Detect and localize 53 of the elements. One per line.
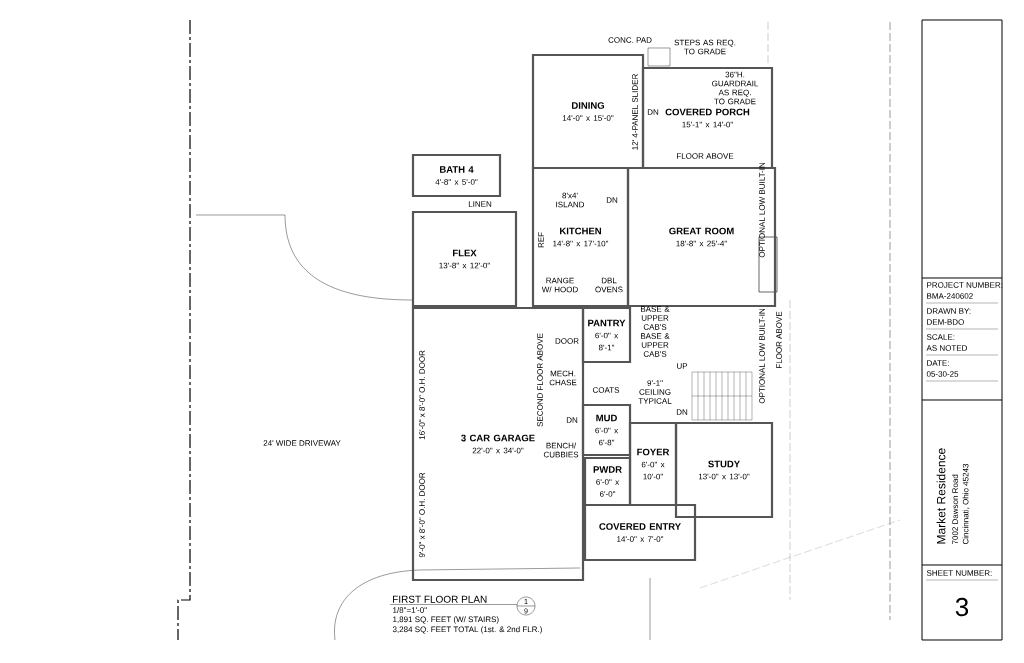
field-label: PROJECT NUMBER: bbox=[927, 282, 1003, 288]
plan-note: DN bbox=[606, 197, 618, 203]
plan-note: 9'-1" CEILING TYPICAL bbox=[638, 380, 672, 404]
room: BATH 4 4'-8" x 5'-0" bbox=[411, 153, 502, 198]
plan-note: RANGE W/ HOOD bbox=[541, 277, 578, 293]
sheet-number: 3 bbox=[955, 597, 969, 617]
plan-note: CONC. PAD bbox=[608, 37, 652, 43]
plan-note: BASE & UPPER CAB'S bbox=[641, 333, 670, 357]
scale-note: 1/8"=1'-0" bbox=[393, 607, 427, 613]
plan-note: BENCH/ CUBBIES bbox=[543, 442, 579, 458]
plan-note: 9'-0" x 8'-0" O.H. DOOR bbox=[419, 472, 425, 558]
field-value: 05-30-25 bbox=[926, 371, 959, 377]
plan-note: 12' 4-PANEL SLIDER bbox=[632, 74, 638, 150]
field-label: SCALE: bbox=[926, 334, 955, 340]
field-value: AS NOTED bbox=[926, 345, 967, 351]
field-value: BMA-240602 bbox=[927, 293, 973, 299]
plan-note: SECOND FLOOR ABOVE bbox=[537, 333, 543, 427]
plan-note: 36"H. GUARDRAIL AS REQ. TO GRADE bbox=[712, 71, 759, 105]
room: STUDY 13'-0" x 13'-0" bbox=[674, 421, 774, 519]
plan-note: DN bbox=[647, 109, 659, 115]
area-note: 3,284 SQ. FEET TOTAL (1st. & 2nd FLR.) bbox=[392, 626, 542, 634]
plan-note: 8'x4' ISLAND bbox=[556, 192, 585, 208]
project-address: Cincinnati, Ohio 45243 bbox=[962, 463, 970, 545]
field-label: DATE: bbox=[927, 360, 949, 366]
room: PWDR 6'-0" x 6'-0" bbox=[583, 456, 632, 507]
plan-note: 16'-0" x 8'-0" O.H. DOOR bbox=[419, 350, 425, 440]
room: PANTRY 6'-0" x 8'-1" bbox=[581, 306, 632, 364]
area-note: 1,891 SQ. FEET (W/ STAIRS) bbox=[393, 616, 499, 624]
room: FLEX 13'-8" x 12'-0" bbox=[411, 210, 518, 308]
plan-note: LINEN bbox=[468, 201, 492, 207]
plan-note: REF bbox=[538, 232, 544, 248]
plan-note: BASE & UPPER CAB'S bbox=[641, 306, 670, 330]
project-address: 7002 Dawson Road bbox=[952, 474, 958, 545]
plan-note: DBL OVENS bbox=[595, 277, 623, 293]
room: MUD 6'-0" x 6'-8" bbox=[581, 403, 632, 457]
plan-note: COATS bbox=[592, 387, 620, 393]
plan-note: OPTIONAL LOW BUILT-IN bbox=[759, 308, 765, 404]
plan-note: DN bbox=[676, 409, 688, 415]
plan-note: STEPS AS REQ. TO GRADE bbox=[674, 39, 736, 55]
plan-note: DOOR bbox=[555, 338, 579, 344]
plan-note: 24' WIDE DRIVEWAY bbox=[263, 440, 341, 446]
plan-note: FLOOR ABOVE bbox=[677, 153, 734, 159]
field-value: DEM-BDO bbox=[927, 319, 964, 325]
plan-note: UP bbox=[677, 363, 688, 369]
plan-note: DN bbox=[566, 417, 578, 423]
room: COVERED ENTRY 14'-0" x 7'-0" bbox=[583, 503, 697, 562]
project-name: Market Residence bbox=[936, 448, 946, 544]
plan-note: MECH. CHASE bbox=[549, 370, 577, 386]
field-label: SHEET NUMBER: bbox=[926, 570, 992, 576]
plan-note: FLOOR ABOVE bbox=[776, 311, 782, 368]
field-label: DRAWN BY: bbox=[927, 308, 971, 314]
plan-title: FIRST FLOOR PLAN bbox=[393, 595, 487, 603]
room: FOYER 6'-0" x 10'-0" bbox=[628, 421, 678, 507]
